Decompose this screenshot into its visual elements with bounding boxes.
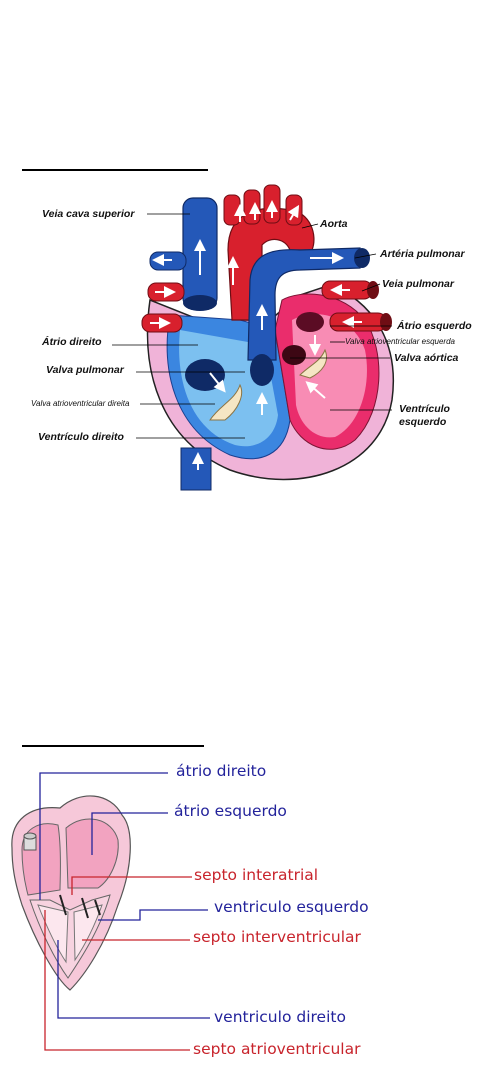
label-septo-atrioventricular: septo atrioventricular xyxy=(193,1040,361,1058)
label-valva-av-direita: Valva atrioventricular direita xyxy=(31,399,130,408)
label-arteria-pulmonar: Artéria pulmonar xyxy=(380,248,465,260)
label-ventriculo-esquerdo-2: ventriculo esquerdo xyxy=(214,898,369,916)
label-ventriculo-esquerdo-line2: esquerdo xyxy=(399,416,447,428)
label-atrio-esquerdo-2: átrio esquerdo xyxy=(174,802,287,820)
label-septo-interventricular: septo interventricular xyxy=(193,928,361,946)
label-atrio-direito: Átrio direito xyxy=(42,336,102,348)
label-valva-av-esquerda: Valva atrioventricular esquerda xyxy=(345,337,455,346)
label-valva-pulmonar: Valva pulmonar xyxy=(46,364,124,376)
label-aorta: Aorta xyxy=(320,218,348,230)
label-ventriculo-direito: Ventrículo direito xyxy=(38,431,124,443)
label-veia-cava-superior: Veia cava superior xyxy=(42,208,135,220)
section-rule-bottom xyxy=(22,745,204,747)
inferior-vena-cava xyxy=(180,447,212,491)
label-ventriculo-direito-2: ventriculo direito xyxy=(214,1008,346,1026)
label-valva-aortica: Valva aórtica xyxy=(394,352,459,364)
heart-anatomy-diagram xyxy=(112,184,394,491)
label-atrio-esquerdo: Átrio esquerdo xyxy=(397,320,472,332)
label-septo-interatrial: septo interatrial xyxy=(194,866,319,884)
section-rule-top xyxy=(22,169,208,171)
label-ventriculo-esquerdo-line1: Ventrículo xyxy=(399,403,450,415)
label-atrio-direito-2: átrio direito xyxy=(176,762,267,780)
label-veia-pulmonar: Veia pulmonar xyxy=(382,278,454,290)
